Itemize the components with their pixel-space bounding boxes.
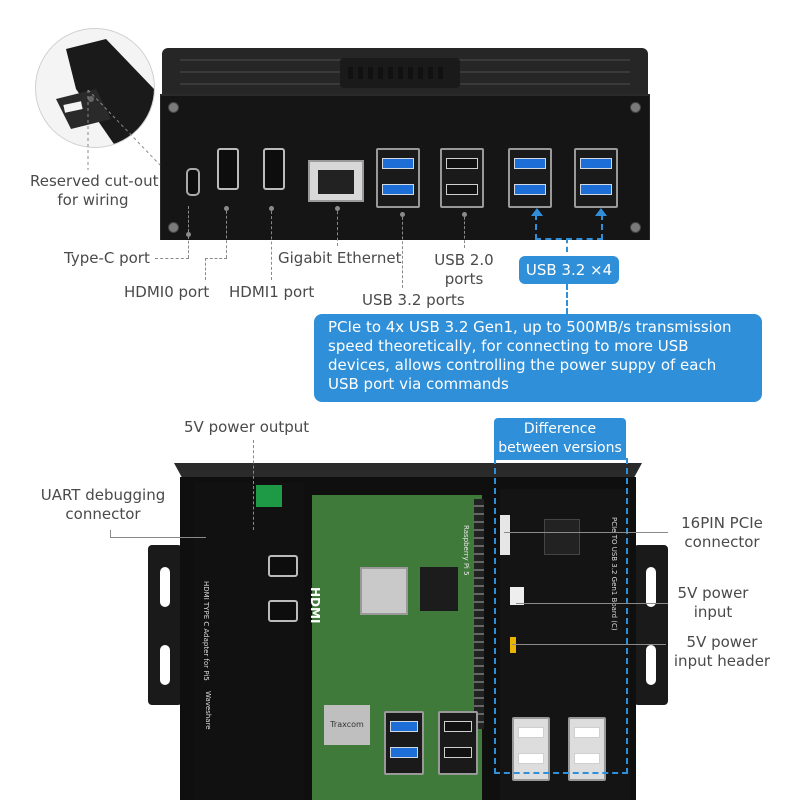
leader-line	[566, 238, 568, 252]
leader-line	[516, 603, 668, 604]
leader-line	[337, 206, 338, 246]
hdmi-port	[268, 600, 298, 622]
usb32-group-bracket	[535, 214, 603, 240]
leader-line	[253, 440, 254, 530]
power-input-connector	[510, 587, 524, 605]
leader-line	[226, 206, 227, 258]
power-input-header	[510, 637, 516, 653]
leader-dot	[186, 232, 191, 237]
enclosure-top	[160, 40, 650, 240]
usb-port	[384, 711, 424, 775]
difference-badge: Difference between versions	[494, 418, 626, 460]
uart-label: UART debugging connector	[40, 486, 166, 523]
leader-line	[402, 212, 403, 288]
leader-line	[205, 258, 227, 259]
leader-line	[110, 537, 206, 538]
hdmi1-port	[263, 148, 285, 190]
hdmi1-label: HDMI1 port	[229, 283, 315, 301]
pcie-chip	[544, 519, 580, 555]
screw	[168, 222, 179, 233]
usb-port	[512, 717, 550, 781]
arrow-up-icon	[531, 208, 543, 216]
hdmi0-port	[217, 148, 239, 190]
leader-line	[271, 206, 272, 280]
difference-highlight-box	[494, 458, 628, 774]
usb32-port-stack	[508, 148, 552, 208]
hdmi-chip-label: HDMI	[308, 587, 322, 624]
fan-vent	[340, 58, 460, 88]
leader-line	[504, 532, 668, 533]
usb20-port-stack	[440, 148, 484, 208]
leader-line	[188, 236, 189, 258]
ram-chip	[420, 567, 458, 611]
power-output-label: 5V power output	[184, 418, 310, 436]
usb32-port-stack	[574, 148, 618, 208]
hdmi-port	[268, 555, 298, 577]
power-header-label: 5V power input header	[673, 633, 771, 670]
ethernet-port	[308, 160, 364, 202]
leader-line	[188, 206, 189, 232]
type-c-port	[186, 168, 200, 196]
adapter-board-label: HDMI TYPE C Adapter for Pi5	[202, 581, 210, 681]
pcie-connector	[500, 515, 510, 555]
reserved-cutout-label: Reserved cut-out for wiring	[30, 172, 159, 209]
ethernet-label: Gigabit Ethernet	[278, 249, 402, 267]
leader-line	[464, 212, 465, 248]
usb20-ports-label: USB 2.0 ports	[434, 251, 494, 288]
screw	[630, 222, 641, 233]
power-input-label: 5V power input	[677, 584, 749, 621]
terminal-block	[256, 485, 282, 507]
leader-line	[566, 284, 568, 314]
open-enclosure: HDMI Raspberry Pi 5 Traxcom HDMI TYPE C …	[148, 455, 668, 800]
usb32-port-stack	[376, 148, 420, 208]
soc-chip	[360, 567, 408, 615]
ethernet-chip-label: Traxcom	[324, 705, 370, 745]
cutout-leader	[87, 90, 161, 170]
pcie16-label: 16PIN PCIe connector	[681, 514, 763, 551]
arrow-up-icon	[595, 208, 607, 216]
usb32-x4-badge: USB 3.2 ×4	[519, 256, 619, 284]
usb32-ports-label: USB 3.2 ports	[362, 291, 465, 309]
hdmi0-label: HDMI0 port	[124, 283, 210, 301]
usb-port	[438, 711, 478, 775]
screw	[630, 102, 641, 113]
leader-line	[205, 258, 206, 280]
leader-line	[155, 258, 189, 259]
pcie-description-box: PCIe to 4x USB 3.2 Gen1, up to 500MB/s t…	[314, 314, 762, 402]
enclosure-body	[160, 48, 650, 240]
leader-line	[110, 530, 111, 538]
gpio-header	[474, 499, 484, 729]
brand-label: Waveshare	[204, 691, 212, 730]
usb-port	[568, 717, 606, 781]
rpi-model-label: Raspberry Pi 5	[462, 525, 470, 576]
screw	[168, 102, 179, 113]
type-c-label: Type-C port	[64, 249, 150, 267]
leader-line	[512, 644, 666, 645]
